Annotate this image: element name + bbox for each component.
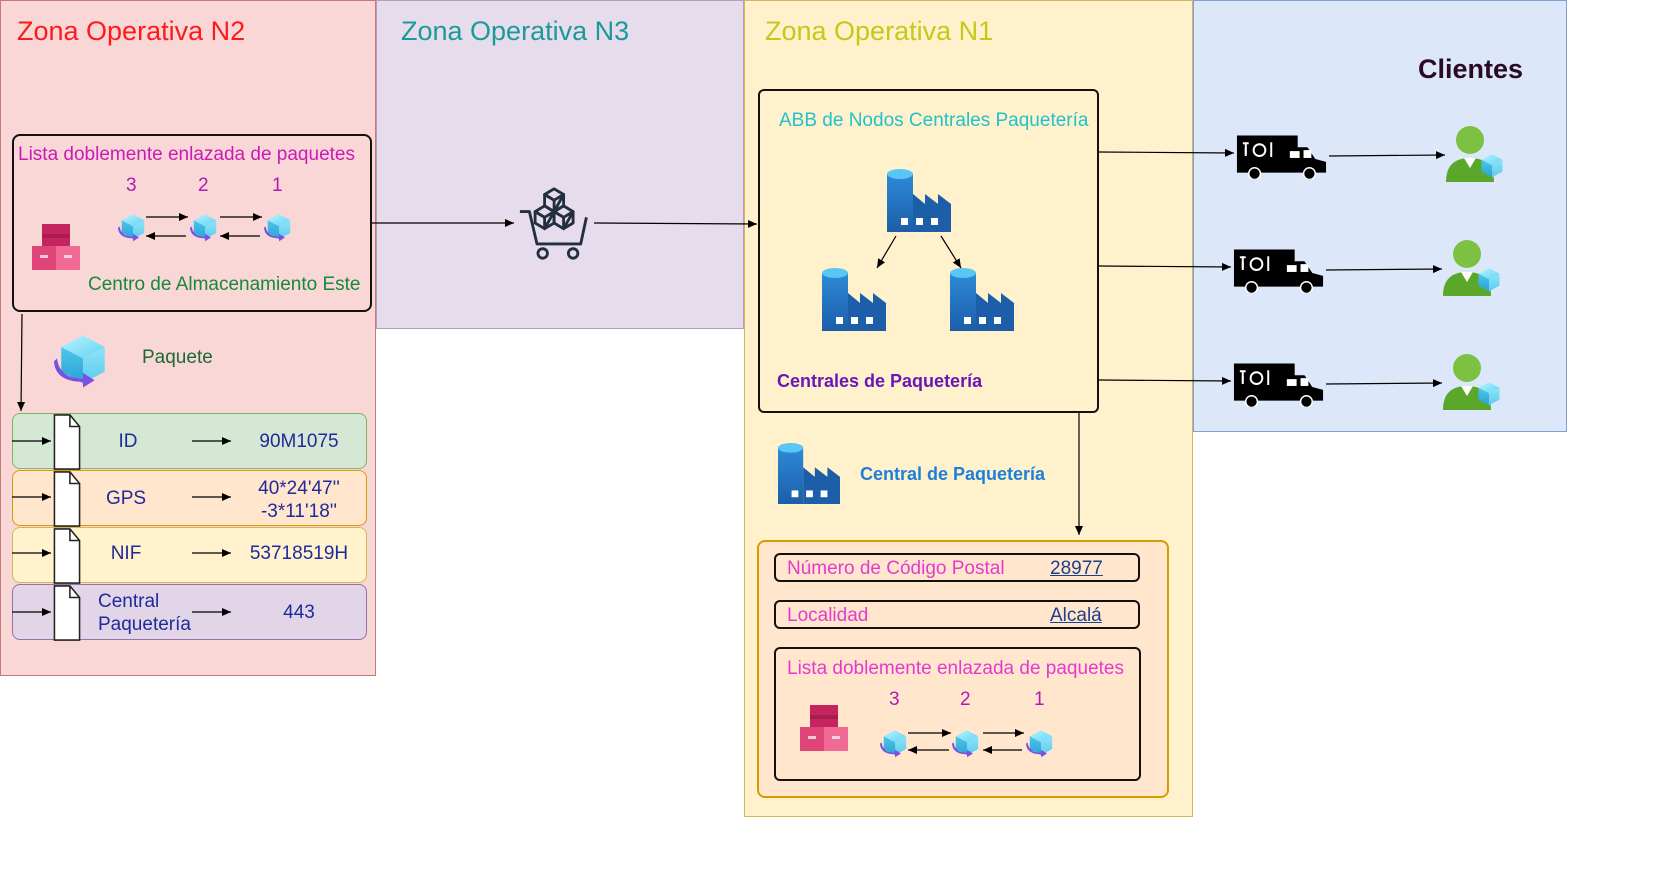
storage-boxes-icon: [32, 222, 82, 272]
centrales-label: Centrales de Paquetería: [777, 371, 983, 391]
n2-list-title: Lista doblemente enlazada de paquetes: [18, 144, 355, 165]
abb-tree-box[interactable]: [758, 89, 1099, 413]
n1-node-label-2: 2: [960, 689, 971, 710]
n2-node-label-3: 3: [126, 175, 137, 196]
food-truck-icon: [1235, 133, 1329, 179]
user-package-icon: [1442, 122, 1506, 186]
shopping-cart-icon: [518, 184, 594, 262]
zone-n3-title: Zona Operativa N3: [401, 16, 630, 46]
food-truck-icon: [1232, 361, 1326, 407]
field-value-central: 443: [283, 602, 315, 623]
storage-boxes-icon: [800, 703, 850, 753]
n1-list-box[interactable]: [774, 647, 1141, 781]
n1-node-label-3: 3: [889, 689, 900, 710]
field-name-gps: GPS: [105, 488, 147, 509]
zone-n3: [376, 0, 744, 329]
zone-clientes-title: Clientes: [1418, 54, 1524, 84]
factory-icon: [777, 442, 841, 504]
document-icon: [52, 527, 82, 585]
postal-code-value[interactable]: 28977: [1050, 558, 1103, 579]
factory-icon: [887, 168, 951, 232]
package-cube-icon: [190, 210, 220, 244]
zone-clientes: [1193, 0, 1567, 432]
user-package-icon: [1439, 350, 1503, 414]
field-name-central: Central Paquetería: [98, 591, 191, 635]
zone-n2-title: Zona Operativa N2: [17, 16, 246, 46]
field-value-nif: 53718519H: [249, 543, 349, 564]
abb-tree-title: ABB de Nodos Centrales Paquetería: [779, 110, 1089, 131]
package-label: Paquete: [142, 347, 213, 368]
storage-center-label: Centro de Almacenamiento Este: [88, 274, 361, 295]
factory-icon: [822, 267, 886, 331]
document-icon: [52, 470, 82, 528]
document-icon: [52, 584, 82, 642]
food-truck-icon: [1232, 247, 1326, 293]
locality-row[interactable]: [774, 600, 1140, 629]
factory-icon: [950, 267, 1014, 331]
document-icon: [52, 413, 82, 471]
central-detail-box[interactable]: [757, 540, 1169, 798]
package-cube-icon: [1026, 726, 1056, 760]
n2-node-label-2: 2: [198, 175, 209, 196]
field-value-id: 90M1075: [259, 431, 339, 452]
user-package-icon: [1439, 236, 1503, 300]
n2-list-box[interactable]: [12, 134, 372, 312]
field-name-id: ID: [118, 431, 138, 452]
central-label: Central de Paquetería: [860, 464, 1046, 484]
package-cube-icon: [880, 726, 910, 760]
package-cube-icon: [118, 210, 148, 244]
package-cube-icon: [952, 726, 982, 760]
postal-code-row[interactable]: [774, 553, 1140, 582]
zone-n1-title: Zona Operativa N1: [765, 16, 994, 46]
n2-node-label-1: 1: [272, 175, 283, 196]
package-cube-icon: [54, 326, 112, 394]
package-cube-icon: [264, 210, 294, 244]
locality-value[interactable]: Alcalá: [1050, 605, 1102, 626]
n1-node-label-1: 1: [1034, 689, 1045, 710]
postal-code-label: Número de Código Postal: [787, 558, 1005, 579]
field-name-nif: NIF: [110, 543, 142, 564]
field-value-gps: 40*24'47'' -3*11'18'': [258, 478, 340, 522]
locality-label: Localidad: [787, 605, 869, 626]
n1-list-title: Lista doblemente enlazada de paquetes: [787, 658, 1124, 679]
